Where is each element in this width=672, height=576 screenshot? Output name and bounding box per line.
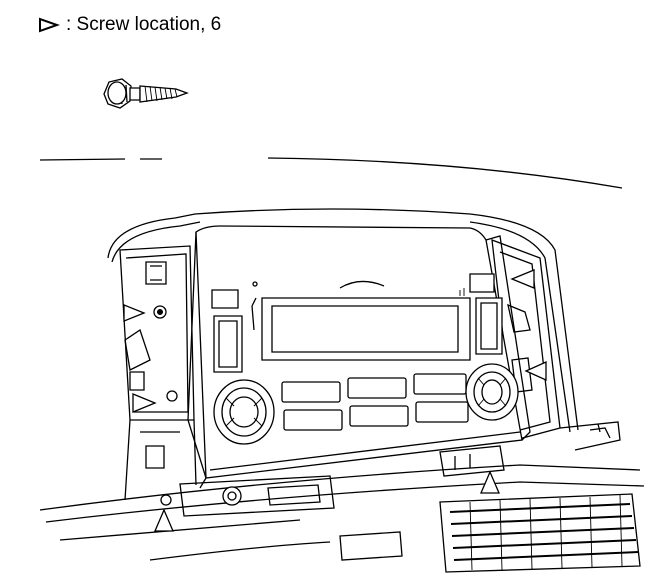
left-bracket [120,246,196,505]
screw-marker-3 [512,270,534,288]
left-tall-button [214,316,242,372]
tuning-knob [466,364,518,420]
volume-knob [214,380,274,444]
screw-marker-5 [155,510,173,531]
right-tall-button [476,298,502,354]
open-triangle-marker-icon [39,17,60,33]
display-window [262,298,470,360]
screw-marker-6 [481,472,499,493]
legend-text: : Screw location, 6 [66,14,222,35]
mode-button [470,274,494,292]
air-vent [440,494,640,572]
legend: : Screw location, 6 [38,12,221,38]
screw-marker-2 [133,394,155,412]
preset-buttons [282,374,468,430]
lower-trim [40,446,644,560]
dashboard-outline [40,158,622,432]
screw-icon [104,79,187,108]
screw-markers [124,270,546,531]
screw-marker-4 [526,362,546,380]
eject-button [212,290,238,308]
audio-unit [188,226,530,488]
screw-marker-1 [124,305,144,321]
